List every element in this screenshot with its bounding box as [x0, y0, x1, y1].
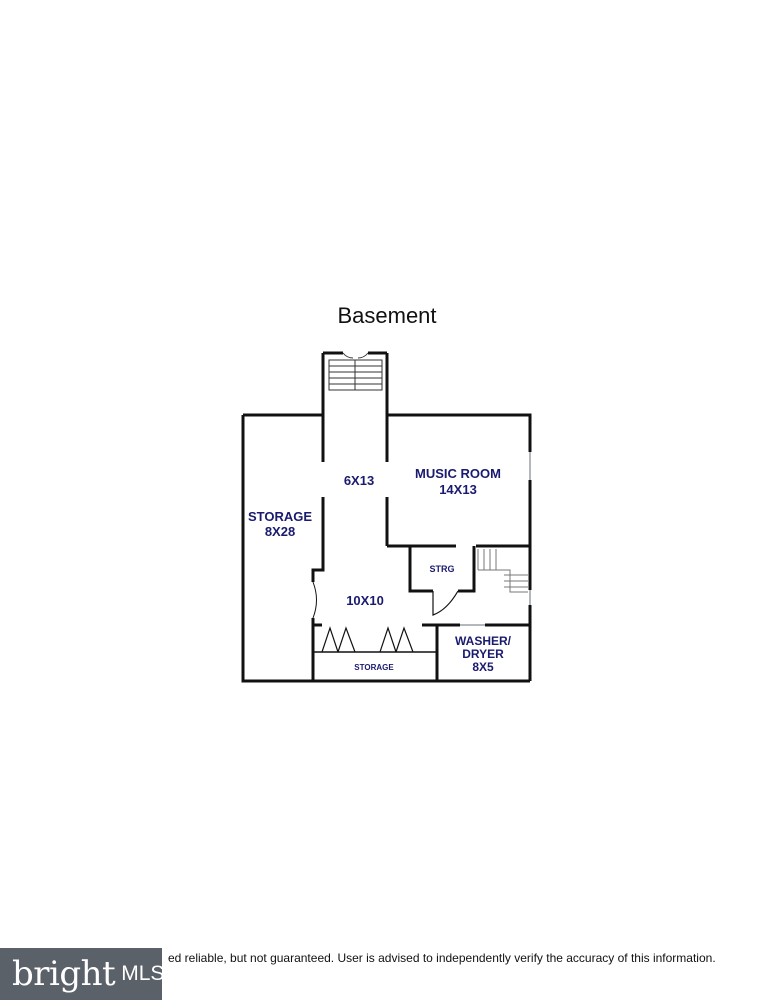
strg-name: STRG: [429, 564, 454, 574]
storage-left-walls: [241, 413, 323, 683]
washer-dryer-line2: DRYER: [462, 647, 504, 661]
hall-left-wall: [311, 353, 325, 582]
washer-dryer-size: 8X5: [472, 660, 494, 674]
bright-mls-logo: bright MLS: [0, 948, 165, 1000]
stair-treads: [329, 360, 382, 390]
bifold-door: [321, 626, 356, 653]
music-room-size: 14X13: [439, 482, 477, 497]
disclaimer-text: ed reliable, but not guaranteed. User is…: [168, 951, 716, 965]
right-stairs: [477, 549, 528, 593]
washer-dryer-walls: [435, 623, 530, 681]
washer-dryer-line1: WASHER/: [455, 634, 512, 648]
plan-title: Basement: [337, 303, 437, 328]
hall-size: 6X13: [344, 473, 374, 488]
room-labels: STORAGE 8X28 6X13 MUSIC ROOM 14X13 STRG …: [248, 466, 512, 674]
storage-closet-name: STORAGE: [354, 663, 394, 672]
walls: [241, 351, 532, 683]
hall-door-arc: [312, 581, 317, 619]
strg-door: [432, 590, 459, 616]
logo-mls: MLS: [121, 962, 165, 985]
top-stairs: [328, 352, 383, 391]
center-size: 10X10: [346, 593, 384, 608]
bifold-doors: [321, 626, 414, 653]
storage-left-size: 8X28: [265, 524, 295, 539]
music-room-name: MUSIC ROOM: [415, 466, 501, 481]
storage-left-name: STORAGE: [248, 509, 312, 524]
bifold-door: [379, 626, 414, 653]
door-swing: [342, 352, 369, 359]
strg-closet-walls: [408, 546, 476, 593]
logo-word: bright: [12, 954, 116, 994]
stair-treads: [477, 549, 528, 593]
